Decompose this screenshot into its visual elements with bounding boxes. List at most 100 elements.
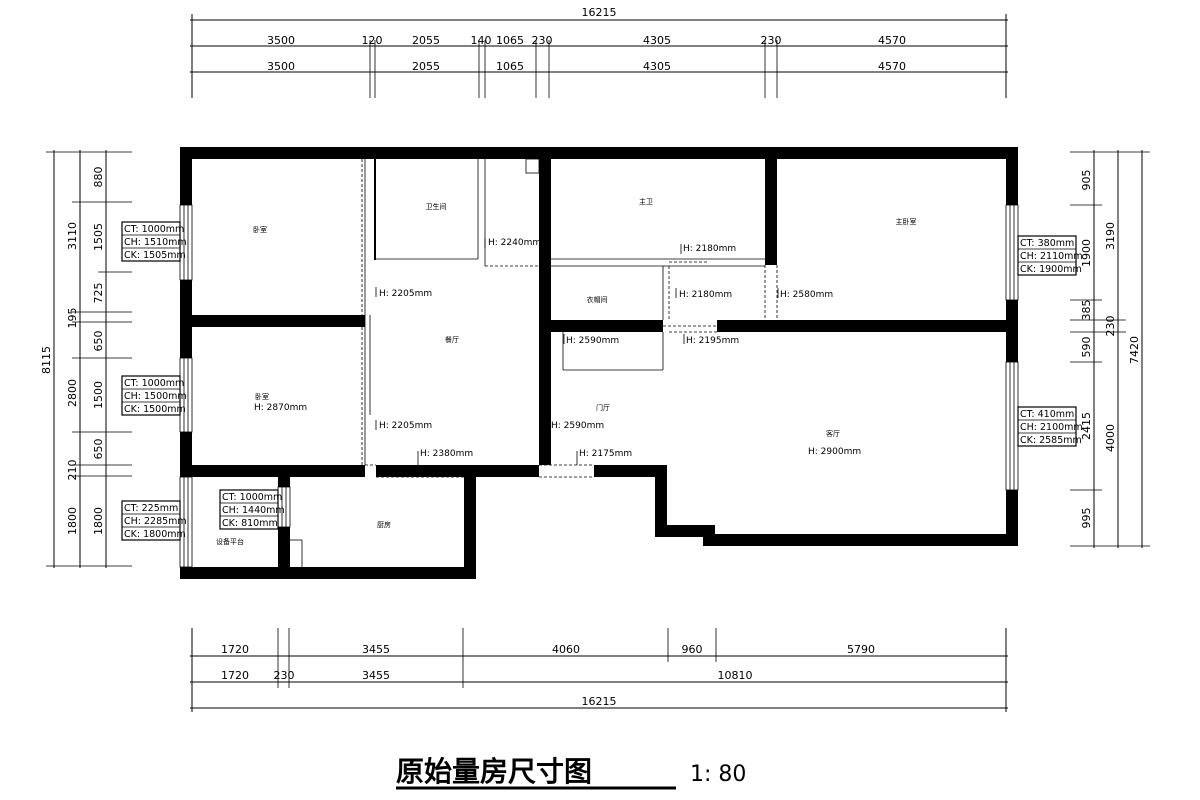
left-mid-dim-3: 2800 bbox=[66, 379, 79, 407]
top-total-dim: 16215 bbox=[582, 6, 617, 19]
height-label-5: H: 2580mm bbox=[780, 290, 833, 300]
room-label-bathroom: 卫生间 bbox=[426, 202, 447, 211]
window-6-ck: CK: 2585mm bbox=[1020, 435, 1082, 446]
bottom-dimension-lines bbox=[190, 628, 1008, 712]
room-label-equipment: 设备平台 bbox=[216, 537, 244, 546]
window-3-ct: CT: 225mm bbox=[124, 503, 178, 514]
bottom-dim-row2-2: 230 bbox=[274, 669, 295, 682]
window-6-ct: CT: 410mm bbox=[1020, 409, 1074, 420]
window-1-ct: CT: 1000mm bbox=[124, 224, 184, 235]
room-label-dining: 餐厅 bbox=[445, 335, 459, 344]
room-label-master-bath: 主卫 bbox=[639, 197, 653, 206]
partitions bbox=[290, 158, 765, 567]
top-dim-4: 140 bbox=[471, 34, 492, 47]
exterior-walls bbox=[180, 147, 1018, 579]
height-label-1: H: 2240mm bbox=[488, 238, 541, 248]
height-label-6: H: 2590mm bbox=[566, 336, 619, 346]
top-dim-3: 2055 bbox=[412, 34, 440, 47]
window-spec-box-3: CT: 225mm CH: 2285mm CK: 1800mm bbox=[121, 500, 187, 541]
right-inner-dim-2: 1900 bbox=[1080, 239, 1093, 267]
window-5-ck: CK: 1900mm bbox=[1020, 264, 1082, 275]
plan-scale: 1: 80 bbox=[690, 762, 746, 787]
top-dim-8: 230 bbox=[761, 34, 782, 47]
right-inner-dim-6: 995 bbox=[1080, 508, 1093, 529]
height-label-2: H: 2180mm bbox=[683, 244, 736, 254]
window-5-ct: CT: 380mm bbox=[1020, 238, 1074, 249]
bottom-dim-row2-4: 10810 bbox=[718, 669, 753, 682]
window-spec-box-1: CT: 1000mm CH: 1510mm CK: 1505mm bbox=[121, 221, 187, 262]
left-inner-dim-5: 1500 bbox=[92, 381, 105, 409]
window-5-ch: CH: 2110mm bbox=[1020, 251, 1083, 262]
top-dim-7: 4305 bbox=[643, 34, 671, 47]
left-total-dim: 8115 bbox=[40, 346, 53, 374]
window-spec-box-4: CT: 1000mm CH: 1440mm CK: 810mm bbox=[219, 489, 285, 530]
height-label-3: H: 2205mm bbox=[379, 289, 432, 299]
bottom-dim-row2-3: 3455 bbox=[362, 669, 390, 682]
window-3-ch: CH: 2285mm bbox=[124, 516, 187, 527]
interior-walls bbox=[180, 159, 1018, 567]
room-label-living: 客厅 bbox=[826, 429, 840, 438]
right-inner-dim-5: 2415 bbox=[1080, 412, 1093, 440]
window-2-ck: CK: 1500mm bbox=[124, 404, 186, 415]
bottom-dim-row2-1: 1720 bbox=[221, 669, 249, 682]
height-label-8: H: 2870mm bbox=[254, 403, 307, 413]
top-dimension-lines bbox=[190, 14, 1008, 98]
window-spec-box-6: CT: 410mm CH: 2100mm CK: 2585mm bbox=[1017, 406, 1083, 447]
right-inner-dim-1: 905 bbox=[1080, 170, 1093, 191]
left-inner-dim-6: 650 bbox=[92, 439, 105, 460]
height-label-9: H: 2205mm bbox=[379, 421, 432, 431]
top-dim-5: 1065 bbox=[496, 34, 524, 47]
left-mid-dim-2: 195 bbox=[66, 308, 79, 329]
window-4-ck: CK: 810mm bbox=[222, 518, 278, 529]
height-label-10: H: 2590mm bbox=[551, 421, 604, 431]
room-label-closet: 衣帽间 bbox=[587, 295, 608, 304]
window-4-ch: CH: 1440mm bbox=[222, 505, 285, 516]
door-openings bbox=[361, 159, 778, 478]
right-dimension-lines bbox=[1070, 150, 1150, 548]
top-dim-row2-3: 1065 bbox=[496, 60, 524, 73]
room-label-foyer: 门厅 bbox=[596, 403, 610, 412]
top-dim-row2-5: 4570 bbox=[878, 60, 906, 73]
plan-title: 原始量房尺寸图 bbox=[396, 755, 592, 788]
room-label-bedroom-1: 卧室 bbox=[253, 225, 267, 234]
bottom-total-dim: 16215 bbox=[582, 695, 617, 708]
left-inner-dim-3: 725 bbox=[92, 283, 105, 304]
left-inner-dim-2: 1505 bbox=[92, 223, 105, 251]
right-mid-dim-1: 3190 bbox=[1104, 222, 1117, 250]
bottom-dim-2: 3455 bbox=[362, 643, 390, 656]
left-dimension-lines bbox=[46, 150, 132, 568]
top-dim-2: 120 bbox=[362, 34, 383, 47]
height-label-13: H: 2900mm bbox=[808, 447, 861, 457]
right-mid-dim-2: 230 bbox=[1104, 316, 1117, 337]
right-mid-dim-3: 4000 bbox=[1104, 424, 1117, 452]
left-mid-dim-1: 3110 bbox=[66, 222, 79, 250]
bottom-dim-4: 960 bbox=[682, 643, 703, 656]
height-label-11: H: 2380mm bbox=[420, 449, 473, 459]
top-dim-row2-4: 4305 bbox=[643, 60, 671, 73]
top-dim-row2-2: 2055 bbox=[412, 60, 440, 73]
left-inner-dim-1: 880 bbox=[92, 167, 105, 188]
window-4-ct: CT: 1000mm bbox=[222, 492, 282, 503]
room-label-master-bedroom: 主卧室 bbox=[896, 217, 917, 226]
bottom-dim-5: 5790 bbox=[847, 643, 875, 656]
room-label-bedroom-2: 卧室 bbox=[255, 392, 269, 401]
height-markers bbox=[375, 238, 779, 465]
height-label-4: H: 2180mm bbox=[679, 290, 732, 300]
window-1-ck: CK: 1505mm bbox=[124, 250, 186, 261]
window-3-ck: CK: 1800mm bbox=[124, 529, 186, 540]
right-inner-dim-3: 385 bbox=[1080, 300, 1093, 321]
window-1-ch: CH: 1510mm bbox=[124, 237, 187, 248]
bottom-dim-1: 1720 bbox=[221, 643, 249, 656]
left-mid-dim-5: 1800 bbox=[66, 507, 79, 535]
window-2-ch: CH: 1500mm bbox=[124, 391, 187, 402]
height-label-12: H: 2175mm bbox=[579, 449, 632, 459]
room-label-kitchen: 厨房 bbox=[377, 520, 391, 529]
window-6-ch: CH: 2100mm bbox=[1020, 422, 1083, 433]
height-label-7: H: 2195mm bbox=[686, 336, 739, 346]
top-dim-1: 3500 bbox=[267, 34, 295, 47]
top-dim-9: 4570 bbox=[878, 34, 906, 47]
right-total-dim: 7420 bbox=[1128, 336, 1141, 364]
window-2-ct: CT: 1000mm bbox=[124, 378, 184, 389]
top-dim-6: 230 bbox=[532, 34, 553, 47]
